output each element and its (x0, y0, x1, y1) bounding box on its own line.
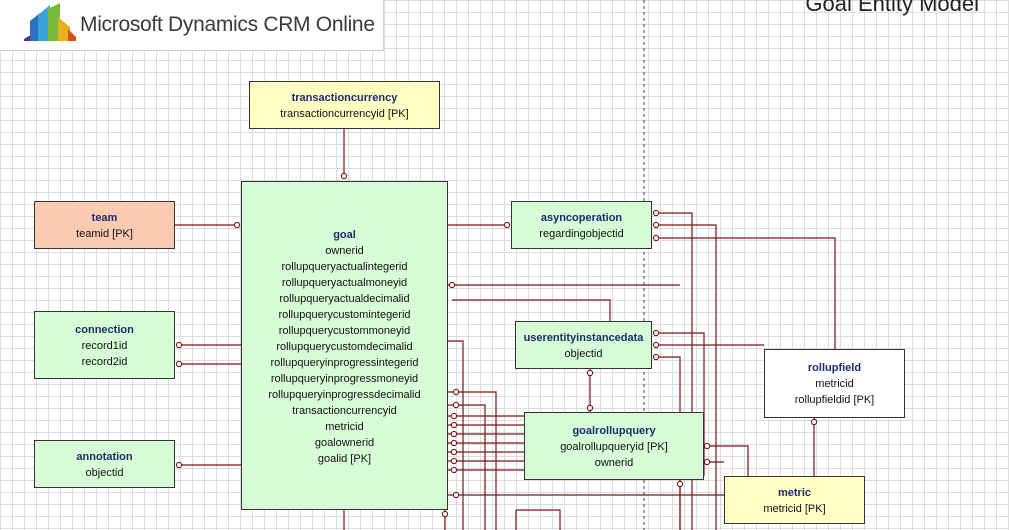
entity-attribute: transactioncurrencyid (292, 405, 397, 417)
entity-name: transactioncurrency (291, 92, 398, 104)
rel-asyncoperation-2 (655, 224, 717, 530)
entity-name: team (91, 212, 118, 224)
entity-attribute: record1id (81, 340, 128, 352)
rel-end-marker (450, 430, 458, 438)
entity-goalrollupquery[interactable]: goalrollupquery goalrollupqueryid [PK] o… (524, 412, 704, 480)
rel-end-marker (175, 341, 183, 349)
rel-goal-3 (448, 391, 497, 530)
entity-attribute: regardingobjectid (539, 228, 624, 240)
entity-name: connection (75, 324, 134, 336)
rel-end-marker (450, 466, 458, 474)
rel-end-marker (450, 421, 458, 429)
entity-attribute: metricid [PK] (763, 503, 826, 515)
entity-attribute: rollupqueryactualdecimalid (279, 293, 410, 305)
entity-metric[interactable]: metric metricid [PK] (724, 476, 865, 524)
rel-end-marker (810, 418, 818, 426)
entity-attribute: rollupquerycustomdecimalid (276, 341, 413, 353)
entity-name: goalrollupquery (572, 425, 656, 437)
rel-end-marker (340, 172, 348, 180)
rel-end-marker (503, 221, 511, 229)
rel-goal-2 (448, 340, 464, 530)
rel-goal-bottom (343, 510, 446, 530)
entity-name: metric (777, 487, 812, 499)
entity-attribute: metricid (325, 421, 364, 433)
entity-attribute: objectid (564, 348, 603, 360)
entity-attribute: rollupqueryactualmoneyid (281, 277, 408, 289)
rel-end-marker (441, 510, 449, 518)
entity-name: userentityinstancedata (523, 332, 644, 344)
entity-attribute: goalrollupqueryid [PK] (560, 441, 668, 453)
rel-end-marker (586, 369, 594, 377)
entity-attribute: rollupqueryactualintegerid (281, 261, 408, 273)
rel-end-marker (448, 281, 456, 289)
entity-goal[interactable]: goal ownerid rollupqueryactualintegerid … (241, 181, 448, 510)
brand-header: Microsoft Dynamics CRM Online (0, 0, 384, 51)
entity-asyncoperation[interactable]: asyncoperation regardingobjectid (511, 201, 652, 249)
diagram-title: Goal Entity Model (805, 0, 979, 16)
entity-annotation[interactable]: annotation objectid (34, 440, 175, 488)
dynamics-logo-icon (24, 3, 76, 41)
entity-attribute: rollupqueryinprogressdecimalid (268, 389, 421, 401)
rel-end-marker (450, 412, 458, 420)
rel-end-marker (450, 439, 458, 447)
entity-attribute: goalid [PK] (317, 453, 372, 465)
rel-end-marker (652, 353, 660, 361)
entity-attribute: objectid (85, 467, 124, 479)
entity-attribute: ownerid (325, 245, 364, 257)
rel-end-marker (452, 491, 460, 499)
rel-asyncoperation-1 (655, 212, 693, 530)
entity-team[interactable]: team teamid [PK] (34, 201, 175, 249)
rel-lower-edge (515, 480, 681, 530)
rel-goal-goalrollupquery (448, 415, 524, 471)
entity-attribute: rollupqueryinprogressintegerid (270, 357, 419, 369)
rel-end-marker (703, 442, 711, 450)
rel-end-marker (233, 221, 241, 229)
entity-attribute: teamid [PK] (76, 228, 133, 240)
entity-attribute: goalownerid (314, 437, 375, 449)
entity-attribute: rollupquerycustommoneyid (278, 325, 411, 337)
entity-name: annotation (76, 451, 133, 463)
rel-end-marker (452, 401, 460, 409)
entity-rollupfield[interactable]: rollupfield metricid rollupfieldid [PK] (764, 349, 905, 418)
entity-attribute: record2id (81, 356, 128, 368)
entity-name: goal (333, 229, 356, 241)
rel-end-marker (586, 404, 594, 412)
rel-goalrollupquery-metric (704, 445, 749, 476)
rel-end-marker (652, 221, 660, 229)
rel-end-marker (676, 480, 684, 488)
entity-connection[interactable]: connection record1id record2id (34, 311, 175, 379)
rel-end-marker (450, 448, 458, 456)
rel-goal-userentity (452, 299, 611, 321)
entity-name: rollupfield (807, 362, 862, 374)
rel-end-marker (652, 209, 660, 217)
brand-name: Microsoft Dynamics CRM Online (80, 13, 375, 36)
entity-attribute: rollupqueryinprogressmoneyid (270, 373, 419, 385)
rel-end-marker (175, 360, 183, 368)
rel-userentity-1 (655, 332, 705, 476)
rel-connection-goal (178, 344, 241, 365)
rel-end-marker (703, 458, 711, 466)
rel-end-marker (452, 388, 460, 396)
entity-attribute: transactioncurrencyid [PK] (280, 108, 409, 120)
entity-transactioncurrency[interactable]: transactioncurrency transactioncurrencyi… (249, 81, 440, 129)
rel-asyncoperation-rollupfield (655, 237, 836, 349)
entity-userentityinstancedata[interactable]: userentityinstancedata objectid (515, 321, 652, 369)
rel-end-marker (175, 461, 183, 469)
entity-attribute: rollupfieldid [PK] (794, 394, 875, 406)
rel-end-marker (652, 341, 660, 349)
entity-attribute: rollupquerycustomintegerid (278, 309, 411, 321)
rel-end-marker (450, 457, 458, 465)
rel-end-marker (652, 329, 660, 337)
entity-attribute: metricid (815, 378, 854, 390)
rel-end-marker (652, 234, 660, 242)
entity-name: asyncoperation (540, 212, 623, 224)
rel-goal-4 (448, 404, 486, 530)
entity-attribute: ownerid (594, 457, 634, 469)
